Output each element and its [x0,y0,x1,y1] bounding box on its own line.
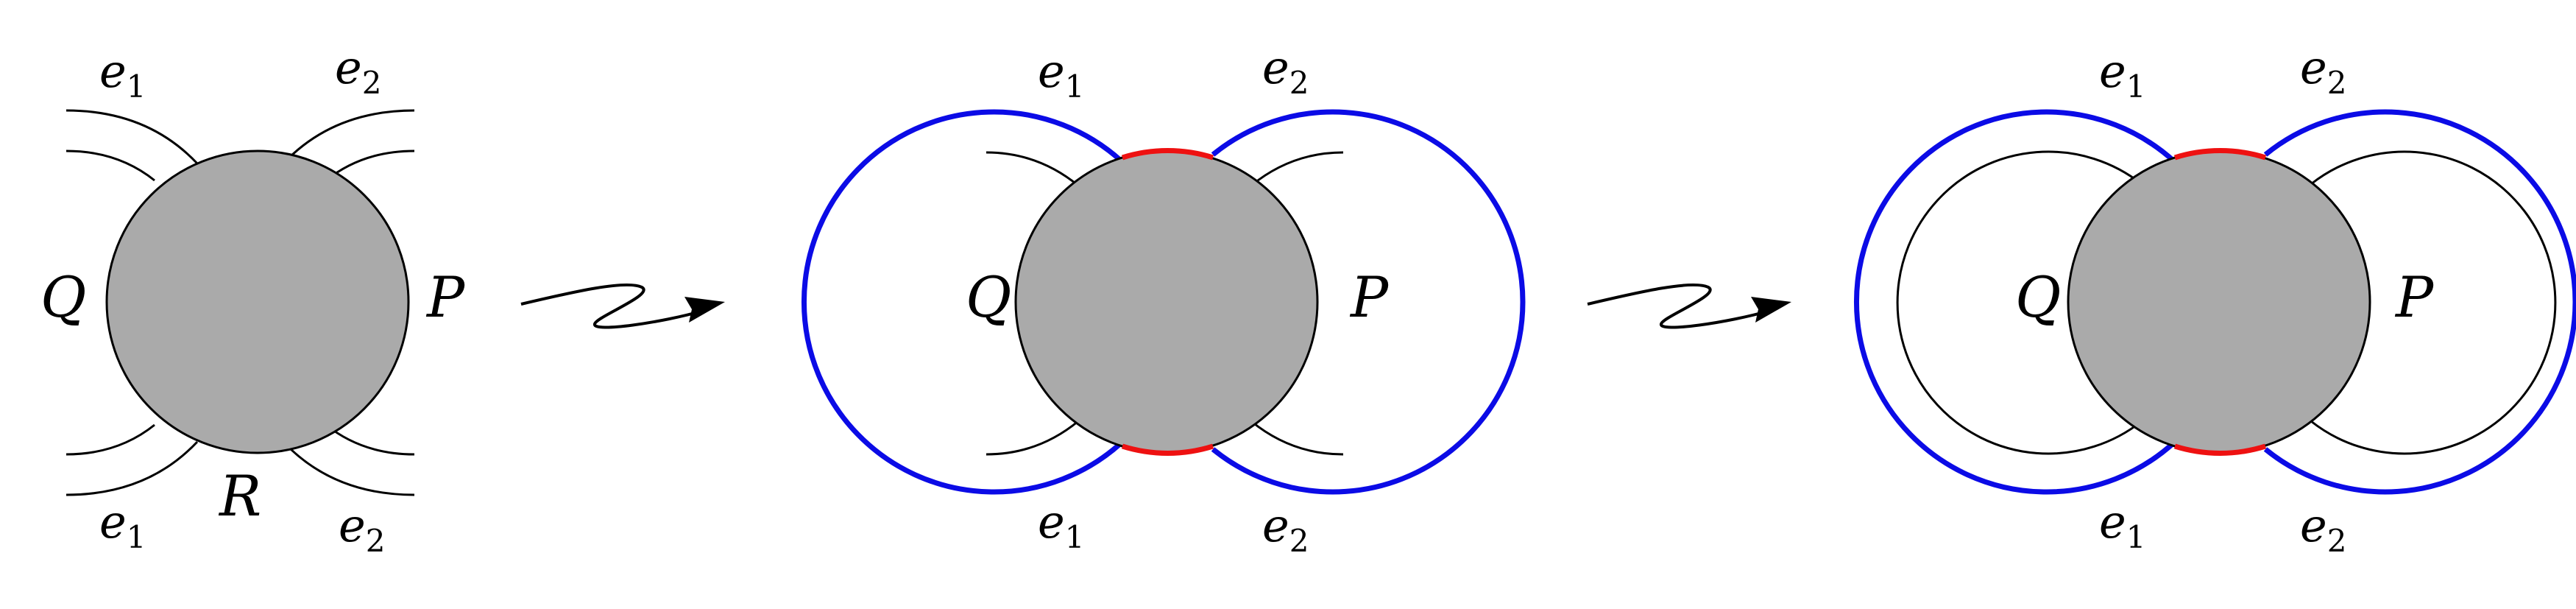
squiggle-right-arrow-icon [520,283,725,329]
half-edges-bottom-left [66,423,199,496]
blue-loop-right [1211,109,1526,495]
half-edge-line [986,420,1079,456]
panel-2: e1 e2 Q P e1 e2 [801,41,1526,559]
half-edge-line [66,149,155,182]
label-e2-top: e2 [1262,41,1309,101]
label-r: R [218,463,261,529]
arrow-head [1751,297,1791,323]
label-e1-top: e1 [1038,44,1084,105]
red-arc-top [1121,148,1214,161]
label-e1-top: e1 [99,44,146,105]
label-e2-bottom: e2 [1262,499,1309,559]
inner-loop-left [1896,150,2142,455]
label-e1-bottom: e1 [1038,495,1084,555]
panel-3: e1 e2 Q P e1 e2 [1853,41,2576,559]
red-arc-bottom [1121,443,1214,456]
label-e2-top: e2 [335,41,381,101]
squiggle-arrow-2 [1587,283,1791,329]
arrow-head [684,297,725,323]
vertex-blob [2067,149,2371,454]
label-q: Q [2015,264,2061,330]
half-edge-line [1250,420,1344,456]
half-edge-line [66,423,155,456]
half-edge-line [1250,151,1344,187]
blue-loop-left [1853,109,2177,495]
panel-1: e1 e2 Q P R e1 e2 [40,41,466,559]
label-e2-bottom: e2 [2300,499,2346,559]
label-e2-bottom: e2 [339,499,385,559]
label-p: P [2394,264,2435,330]
vertex-blob [105,149,410,454]
label-q: Q [966,264,1011,330]
label-e1-top: e1 [2099,44,2145,105]
label-e1-bottom: e1 [99,495,146,555]
label-p: P [1349,264,1390,330]
half-edge-line [66,109,199,165]
inner-loop-right [2310,150,2557,455]
label-q: Q [40,264,86,330]
label-e2-top: e2 [2300,41,2346,101]
label-e1-bottom: e1 [2099,495,2145,555]
blue-loop-left [801,109,1125,495]
blue-loop-right [2263,109,2576,495]
half-edge-line [282,440,415,496]
half-edge-line [282,109,415,165]
squiggle-line [1587,283,1770,329]
label-p: P [425,264,466,330]
red-arc-bottom [2173,443,2267,456]
squiggle-right-arrow-icon [1587,283,1791,329]
half-edge-line [986,151,1079,187]
half-edge-line [66,440,199,496]
vertex-blob [1014,149,1319,454]
squiggle-arrow-1 [520,283,725,329]
red-arc-top [2173,148,2267,161]
squiggle-line [520,283,704,329]
half-edges-top-left [66,109,199,182]
